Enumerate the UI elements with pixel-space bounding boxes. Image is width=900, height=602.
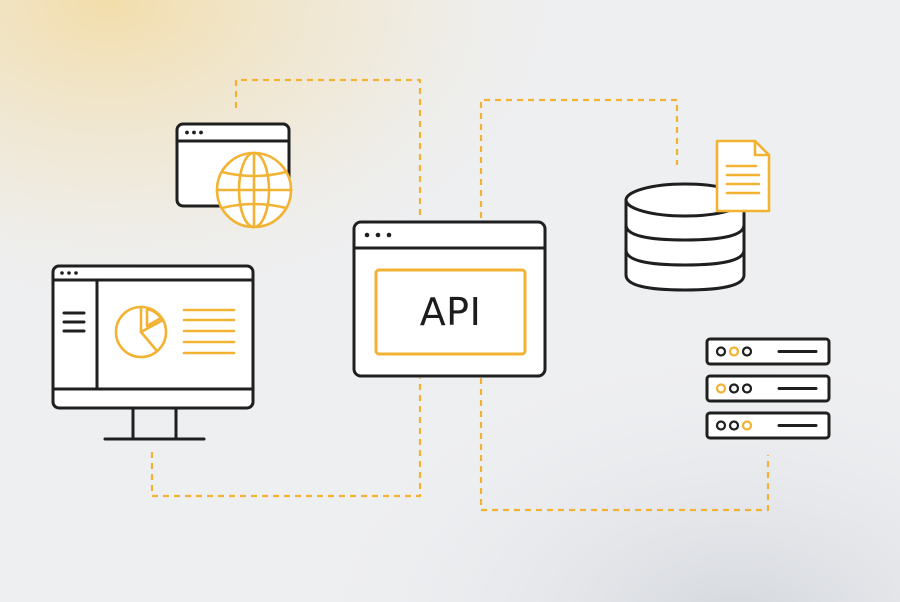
- pie-chart-icon: [114, 305, 168, 359]
- server-unit-3: [705, 411, 831, 440]
- database-icon: [624, 182, 746, 292]
- connector-api-servers: [479, 378, 770, 512]
- connector-browser-api: [234, 78, 422, 220]
- desktop-monitor-icon: [51, 264, 255, 441]
- dashed-connectors: [150, 78, 770, 512]
- server-unit-2: [705, 374, 831, 403]
- connector-api-database: [479, 98, 679, 218]
- globe-icon: [215, 151, 293, 229]
- dashboard-text-lines: [182, 308, 236, 355]
- document-icon: [715, 139, 771, 213]
- server-rack-icon: [705, 337, 831, 440]
- api-window-icon: [352, 220, 547, 378]
- api-label: API: [419, 290, 482, 334]
- server-unit-1: [705, 337, 831, 366]
- connector-monitor-api: [150, 378, 422, 498]
